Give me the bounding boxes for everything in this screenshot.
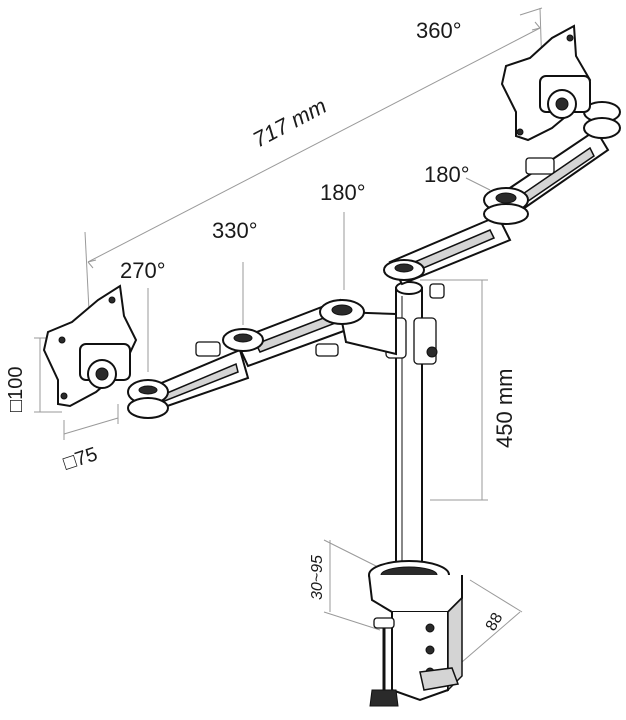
label-left-mid-joint: 330°	[212, 218, 258, 243]
label-clamp-range: 30~95	[309, 555, 326, 600]
label-left-joint: 270°	[120, 258, 166, 283]
left-vesa-plate	[42, 284, 138, 408]
label-center-joint: 180°	[320, 180, 366, 205]
label-right-joint: 180°	[424, 162, 470, 187]
label-vesa-height: □100	[5, 367, 27, 412]
label-clamp-depth: 88	[483, 610, 507, 634]
right-arm	[383, 101, 621, 299]
right-vesa-plate	[500, 24, 592, 142]
label-pole-height: 450 mm	[492, 369, 517, 448]
desk-clamp	[368, 560, 463, 707]
label-overall-width: 717 mm	[249, 93, 331, 152]
left-arm	[127, 298, 397, 419]
label-top-rotation: 360°	[416, 18, 462, 43]
label-vesa-width: □75	[61, 443, 100, 475]
